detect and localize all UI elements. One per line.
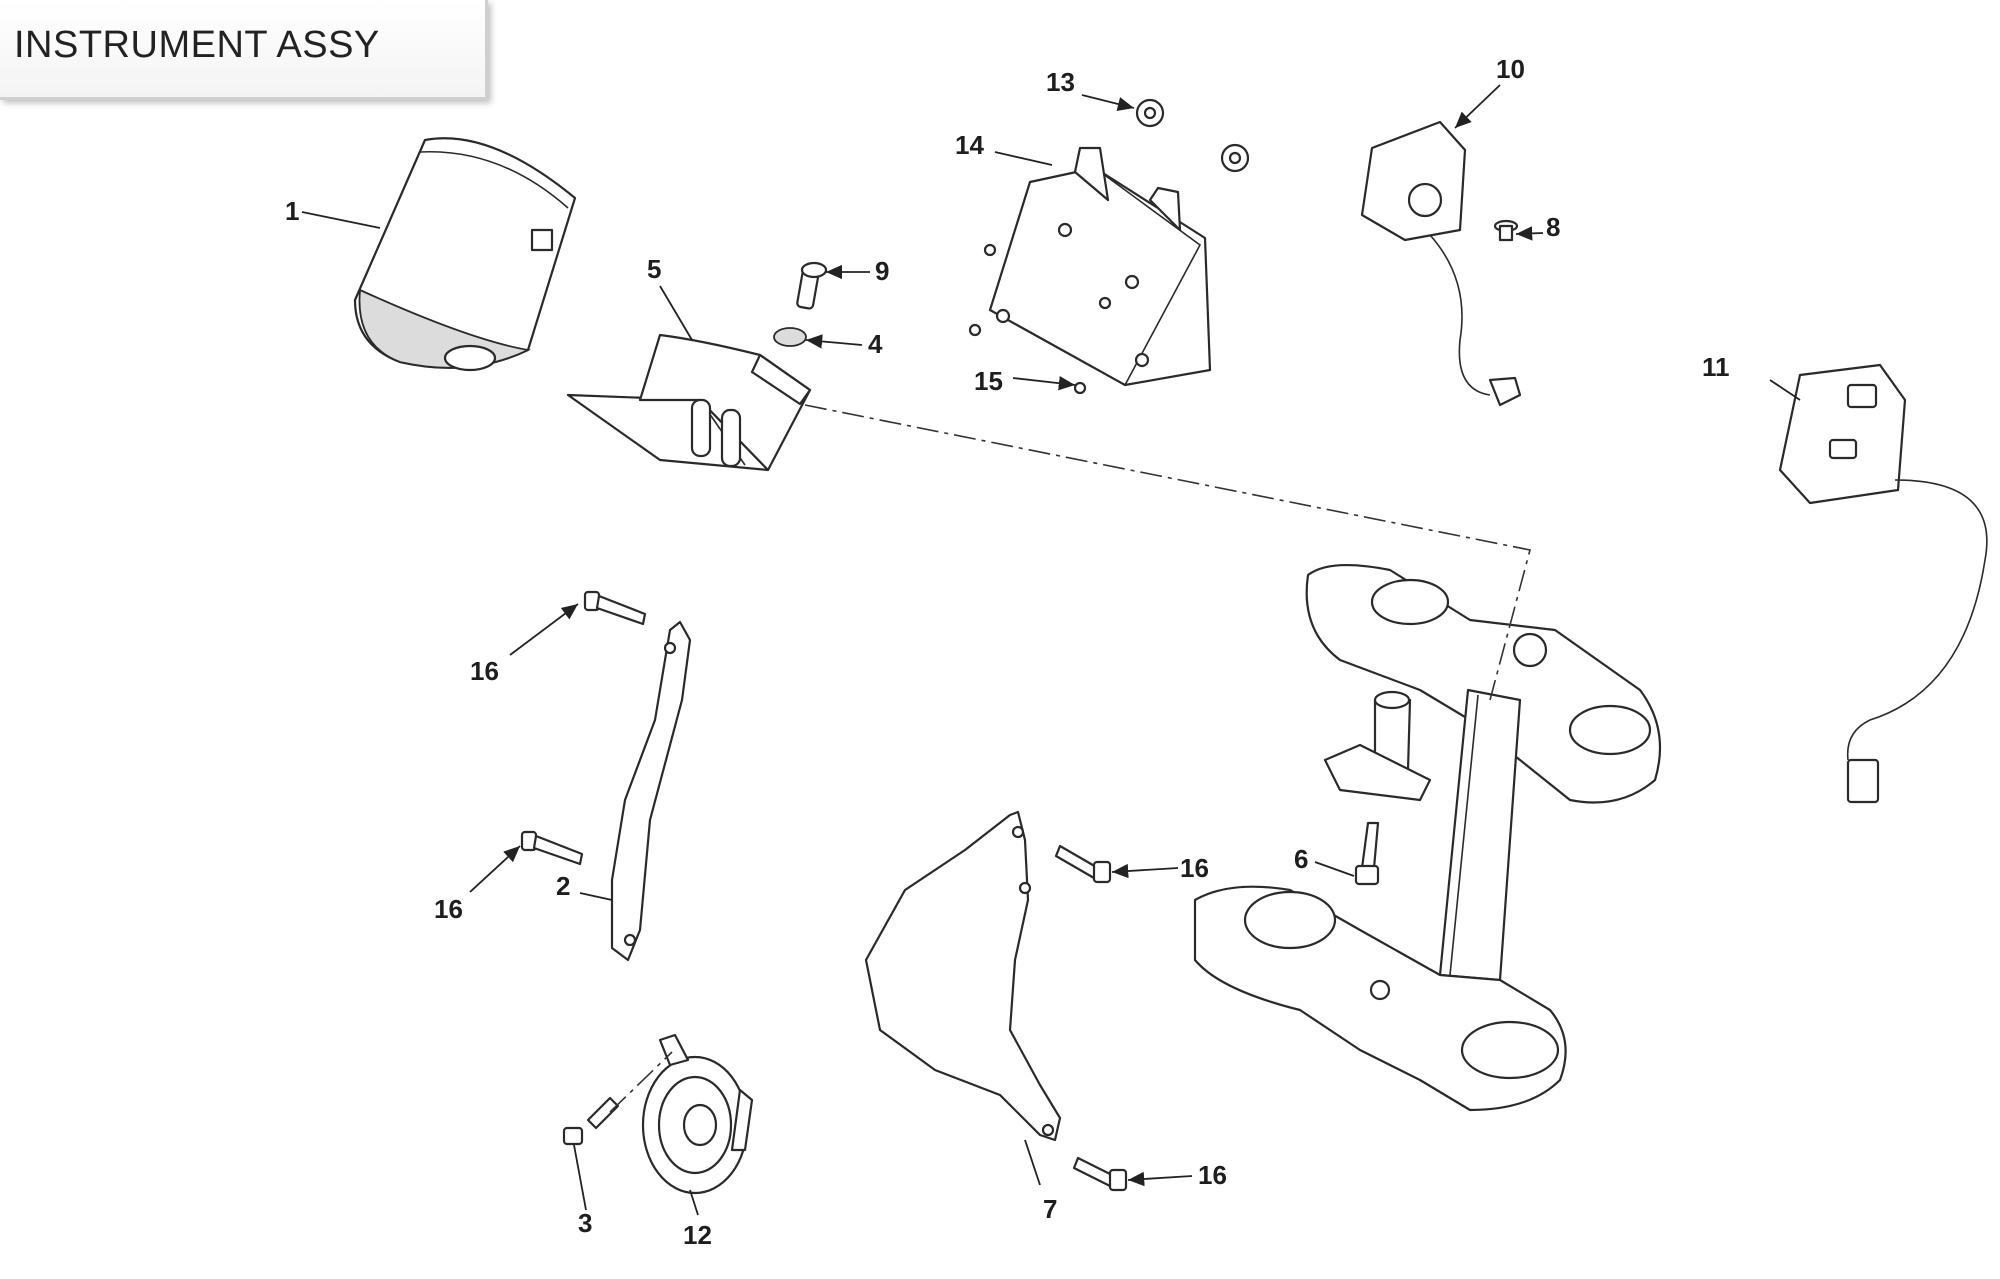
- callout-3: 3: [578, 1208, 592, 1238]
- assembly-line-bracket-to-clamp: [804, 404, 1531, 701]
- bolt-16-mid: [1054, 844, 1112, 884]
- leader-5: [659, 285, 693, 341]
- callout-13: 13: [1046, 67, 1075, 97]
- leader-16b: [469, 845, 521, 893]
- leader-7: [1024, 1139, 1041, 1186]
- assembly-line-horn: [609, 1051, 673, 1113]
- callout-12: 12: [683, 1220, 712, 1250]
- instrument-bracket-part: [566, 333, 812, 472]
- callout-4: 4: [868, 329, 883, 359]
- leader-16a: [509, 603, 579, 656]
- left-bracket-part: [610, 620, 692, 962]
- bolt-16-mid-left: [520, 830, 584, 866]
- control-unit-part: [988, 146, 1212, 387]
- washer-13-part: [1135, 98, 1250, 173]
- callout-15: 15: [974, 366, 1003, 396]
- horn-bolt-3-part: [562, 1096, 620, 1146]
- bolt-16-upper-left: [583, 590, 647, 626]
- callout-16b: 16: [434, 894, 463, 924]
- leader-4: [805, 334, 863, 349]
- callout-2: 2: [556, 871, 570, 901]
- leader-13: [1081, 94, 1135, 112]
- right-bracket-part: [864, 810, 1062, 1142]
- leader-10: [1454, 84, 1501, 129]
- callout-5: 5: [647, 254, 661, 284]
- right-switch-part: [1778, 363, 1988, 804]
- callout-9: 9: [875, 256, 889, 286]
- leader-12: [689, 1189, 699, 1216]
- callout-16d: 16: [1198, 1160, 1227, 1190]
- callout-8: 8: [1546, 212, 1560, 242]
- leader-16c: [1111, 863, 1179, 879]
- callout-10: 10: [1496, 54, 1525, 84]
- leader-6: [1314, 861, 1355, 877]
- left-switch-part: [1360, 120, 1522, 407]
- title-panel: INSTRUMENT ASSY: [0, 0, 488, 100]
- callout-16a: 16: [470, 656, 499, 686]
- callout-7: 7: [1043, 1194, 1057, 1224]
- callout-16c: 16: [1180, 853, 1209, 883]
- callout-6: 6: [1294, 844, 1308, 874]
- bolt-16-lower: [1072, 1156, 1128, 1192]
- leader-2: [579, 892, 613, 901]
- triple-clamp-part: [1193, 563, 1662, 1112]
- leader-16d: [1127, 1171, 1193, 1187]
- screw-9-part: [796, 261, 828, 310]
- leader-1: [301, 211, 381, 229]
- grommet-4-part: [773, 327, 807, 347]
- leader-11: [1769, 379, 1801, 401]
- horn-part: [641, 1033, 754, 1195]
- leader-8: [1515, 226, 1544, 241]
- leader-3: [573, 1144, 587, 1211]
- callout-14: 14: [955, 130, 984, 160]
- callout-1: 1: [285, 196, 299, 226]
- rivet-8-part: [1493, 219, 1519, 242]
- callout-11: 11: [1702, 352, 1730, 382]
- screw-15-part: [968, 243, 1112, 395]
- instrument-cover-part: [353, 137, 577, 372]
- leader-15: [1012, 376, 1076, 391]
- screw-6-part: [1354, 821, 1380, 886]
- diagram-title: INSTRUMENT ASSY: [14, 24, 380, 66]
- leader-14: [994, 151, 1053, 166]
